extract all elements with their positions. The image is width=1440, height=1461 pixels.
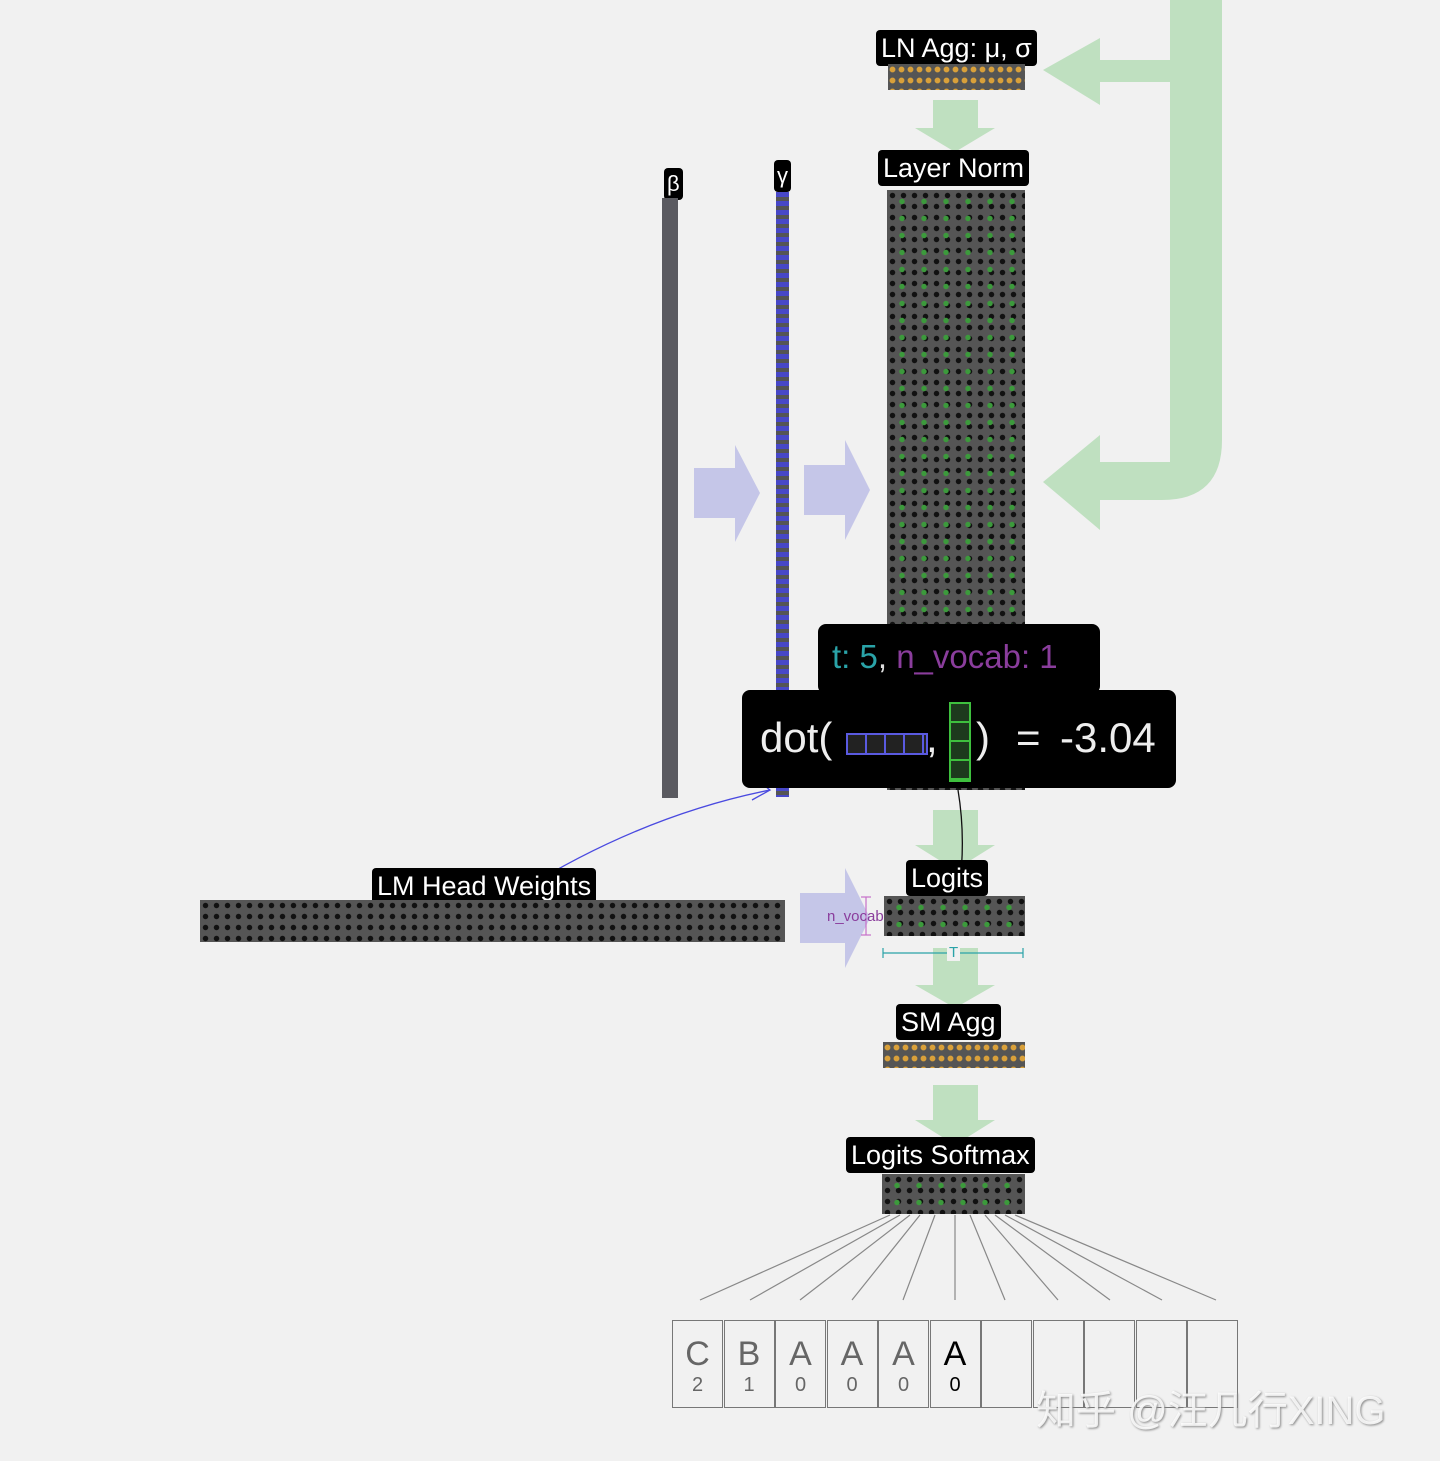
token-index: 0 (949, 1374, 961, 1396)
softmax-block[interactable] (882, 1174, 1025, 1214)
token-index: 0 (846, 1374, 858, 1396)
token-char: A (789, 1335, 812, 1373)
token-arrows (699, 1214, 1217, 1301)
dot-value: -3.04 (1060, 714, 1156, 761)
lm-head-weights-block[interactable] (200, 900, 785, 942)
token-cell[interactable] (1084, 1320, 1135, 1408)
residual-arrow (915, 0, 1222, 1145)
sm-agg-label: SM Agg (896, 1004, 1001, 1040)
token-char: C (685, 1335, 710, 1373)
token-cell[interactable] (981, 1320, 1032, 1408)
gamma-bar[interactable] (776, 192, 789, 797)
comma-text: , (926, 714, 938, 761)
gamma-label: γ (774, 160, 791, 192)
tooltip-sep: , (877, 638, 897, 675)
ln-agg-label: LN Agg: μ, σ (876, 30, 1037, 66)
watermark: 知乎 @汪几行XING (1036, 1389, 1386, 1433)
close-paren: ) (976, 714, 990, 761)
softmax-label: Logits Softmax (846, 1137, 1035, 1173)
dot-text: dot( (760, 714, 833, 761)
tooltip-header: t: 5, n_vocab: 1 (818, 624, 1100, 694)
token-cell[interactable] (1135, 1320, 1187, 1408)
token-char: A (840, 1335, 864, 1373)
lm-head-label: LM Head Weights (372, 868, 597, 904)
token-index: 0 (794, 1374, 807, 1396)
logits-block[interactable] (884, 896, 1025, 936)
token-char: A (892, 1335, 915, 1373)
token-index: 2 (691, 1374, 704, 1396)
token-index: 0 (897, 1374, 910, 1396)
beta-label: β (664, 168, 683, 200)
tooltip-t: t: 5 (832, 638, 878, 675)
token-char: A (943, 1335, 967, 1373)
token-cell[interactable] (1032, 1320, 1084, 1408)
n-vocab-dim-marker (861, 896, 871, 936)
purple-arrows (694, 440, 870, 968)
logits-label: Logits (906, 860, 989, 896)
beta-bar[interactable] (662, 198, 678, 798)
token-cell[interactable] (1187, 1320, 1238, 1408)
column-vector-icon (949, 702, 971, 782)
equals-text: = (1016, 714, 1041, 761)
ln-agg-block[interactable] (888, 64, 1025, 90)
token-index: 1 (743, 1374, 755, 1396)
layer-norm-label: Layer Norm (878, 150, 1030, 186)
row-vector-icon (846, 733, 928, 755)
tooltip-vocab: n_vocab: 1 (896, 638, 1058, 675)
n-vocab-dim-label: n_vocab (827, 908, 884, 925)
sm-agg-block[interactable] (883, 1042, 1025, 1068)
token-char: B (737, 1335, 761, 1373)
tooltip-dot-product: dot( , ) = -3.04 (742, 690, 1176, 788)
t-dim-label: T (947, 944, 961, 961)
